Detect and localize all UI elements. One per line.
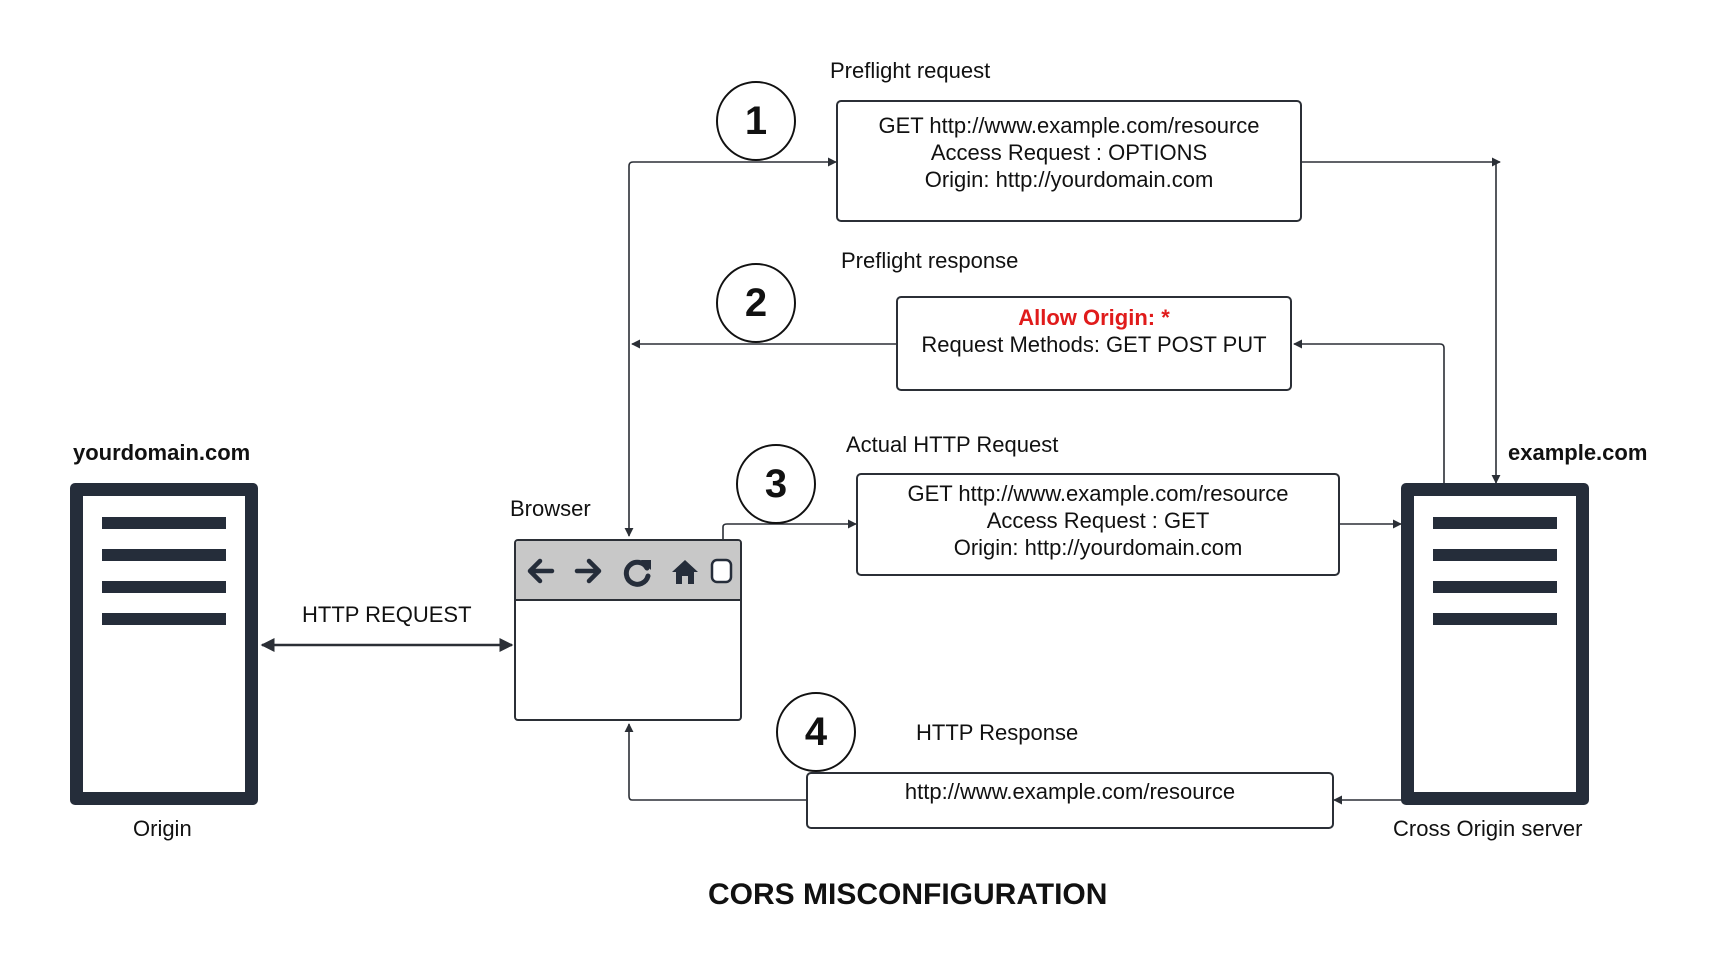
preflight-request-line: GET http://www.example.com/resource	[878, 113, 1260, 138]
browser-label: Browser	[510, 496, 591, 521]
actual-request-line: Access Request : GET	[986, 508, 1210, 533]
http-response-box: http://www.example.com/resource	[806, 772, 1334, 829]
actual-request-box: GET http://www.example.com/resource Acce…	[856, 473, 1340, 576]
browser-window	[514, 539, 742, 721]
preflight-response-line: Request Methods: GET POST PUT	[921, 332, 1267, 357]
step-1-circle: 1	[716, 81, 796, 161]
step-1-label: Preflight request	[830, 58, 991, 83]
actual-request-line: Origin: http://yourdomain.com	[953, 535, 1243, 560]
reload-icon	[623, 559, 651, 587]
preflight-request-connector	[624, 157, 837, 537]
preflight-request-box: GET http://www.example.com/resource Acce…	[836, 100, 1302, 222]
preflight-request-line: Access Request : OPTIONS	[930, 140, 1208, 165]
http-response-line: http://www.example.com/resource	[904, 779, 1236, 804]
back-arrow-icon	[527, 558, 555, 584]
step-2-label: Preflight response	[841, 248, 1019, 273]
server-to-response-connector	[1293, 339, 1445, 483]
step-4-circle: 4	[776, 692, 856, 772]
home-icon	[672, 560, 698, 584]
actual-request-line: GET http://www.example.com/resource	[907, 481, 1289, 506]
step-4-label: HTTP Response	[916, 720, 1079, 745]
step-3-circle: 3	[736, 444, 816, 524]
cross-domain-label: example.com	[1508, 440, 1648, 465]
origin-caption: Origin	[133, 816, 192, 841]
allow-origin-highlight: Allow Origin: *	[1018, 305, 1170, 330]
cross-origin-caption: Cross Origin server	[1393, 816, 1583, 841]
forward-arrow-icon	[574, 558, 602, 584]
response-to-browser-connector	[624, 723, 806, 801]
origin-domain-label: yourdomain.com	[73, 440, 251, 465]
origin-server-icon	[70, 483, 258, 805]
actual-request-connector	[722, 519, 857, 539]
preflight-response-box: Allow Origin: * Request Methods: GET POS…	[896, 296, 1292, 391]
http-request-label: HTTP REQUEST	[302, 602, 472, 627]
cross-origin-server-icon	[1401, 483, 1589, 805]
square-icon	[710, 558, 733, 584]
step-2-circle: 2	[716, 263, 796, 343]
diagram-title: CORS MISCONFIGURATION	[708, 878, 1108, 911]
browser-toolbar	[516, 541, 740, 601]
preflight-request-line: Origin: http://yourdomain.com	[924, 167, 1214, 192]
step-3-label: Actual HTTP Request	[846, 432, 1059, 457]
